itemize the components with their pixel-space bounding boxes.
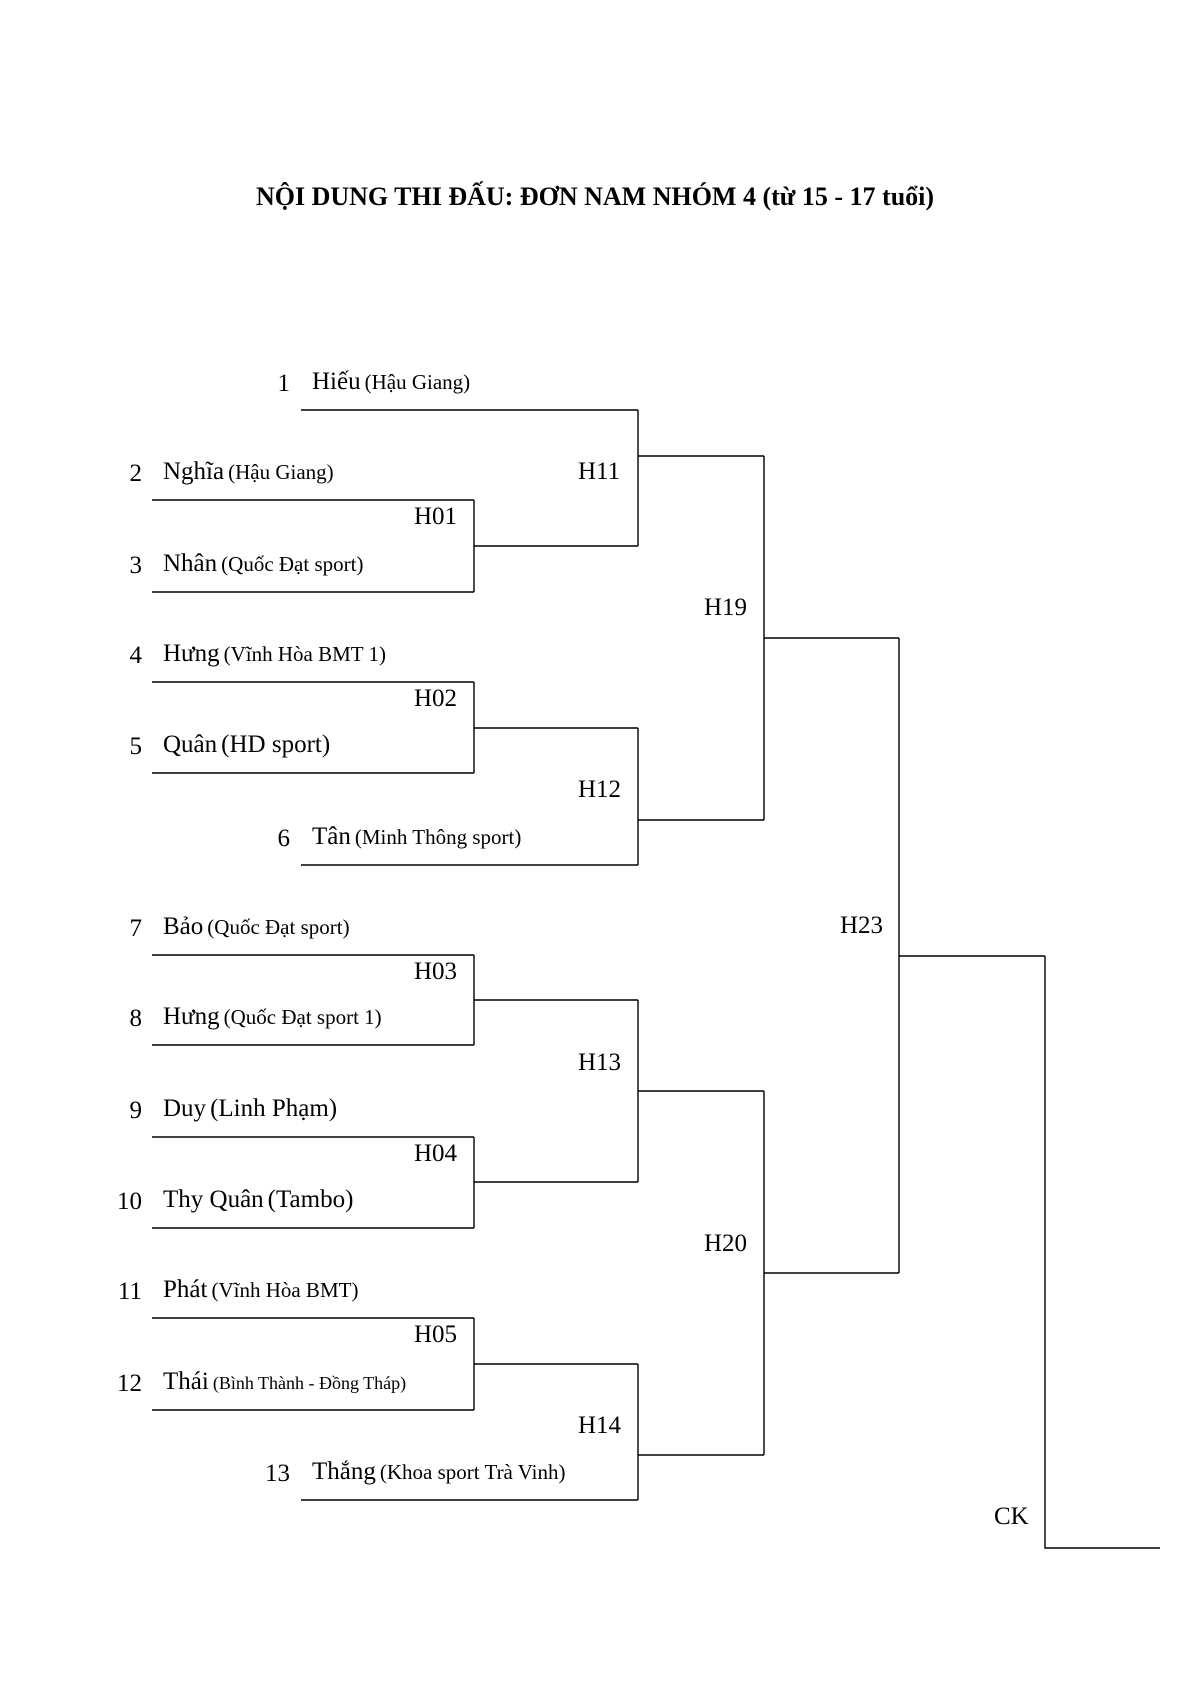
player-name: Hưng	[163, 640, 220, 667]
player-name: Nghĩa	[163, 458, 225, 485]
match-label-h20: H20	[704, 1230, 748, 1257]
seed-number: 4	[129, 642, 143, 669]
match-label-h03: H03	[414, 958, 458, 985]
player-club: (Quốc Đạt sport 1)	[223, 1005, 382, 1029]
player-name: Thy Quân	[163, 1186, 264, 1213]
player-entry: Bảo (Quốc Đạt sport)	[163, 913, 350, 941]
player-name: Duy	[163, 1095, 207, 1122]
page-title: NỘI DUNG THI ĐẤU: ĐƠN NAM NHÓM 4 (từ 15 …	[255, 182, 935, 211]
match-label-h04: H04	[414, 1140, 458, 1167]
player-club: (Vĩnh Hòa BMT)	[211, 1278, 359, 1302]
match-label-h01: H01	[414, 503, 458, 530]
match-label-ck: CK	[994, 1503, 1029, 1530]
match-label-h12: H12	[578, 776, 622, 803]
seed-number: 9	[129, 1097, 143, 1124]
player-name: Phát	[163, 1276, 208, 1303]
player-entry: Nghĩa (Hậu Giang)	[163, 458, 334, 486]
seed-number: 10	[117, 1188, 142, 1215]
player-club: (Khoa sport Trà Vinh)	[379, 1460, 566, 1484]
player-entry: Tân (Minh Thông sport)	[312, 823, 521, 851]
seed-number: 7	[129, 915, 143, 942]
match-label-h11: H11	[578, 458, 621, 485]
seed-number: 13	[265, 1460, 290, 1487]
player-entry: Thắng (Khoa sport Trà Vinh)	[312, 1458, 565, 1486]
seed-number: 3	[129, 552, 143, 579]
player-club: (HD sport)	[221, 731, 331, 758]
player-entry: Nhân (Quốc Đạt sport)	[163, 550, 363, 578]
player-entry: Duy (Linh Phạm)	[163, 1095, 337, 1123]
player-club: (Minh Thông sport)	[354, 825, 522, 849]
seed-number: 6	[277, 825, 291, 852]
match-label-h02: H02	[414, 685, 458, 712]
player-entry: Thy Quân (Tambo)	[163, 1186, 353, 1214]
player-entry: Hưng (Vĩnh Hòa BMT 1)	[163, 640, 386, 668]
player-club: (Bình Thành - Đồng Tháp)	[212, 1373, 407, 1393]
player-name: Hiếu	[312, 368, 361, 395]
player-club: (Linh Phạm)	[210, 1095, 338, 1122]
player-name: Hưng	[163, 1003, 220, 1030]
player-name: Tân	[312, 823, 351, 850]
player-club: (Quốc Đạt sport)	[221, 552, 364, 576]
player-entry: Thái (Bình Thành - Đồng Tháp)	[163, 1368, 406, 1396]
player-name: Thắng	[312, 1458, 376, 1485]
player-name: Bảo	[163, 913, 204, 940]
player-name: Thái	[163, 1368, 209, 1395]
player-name: Nhân	[163, 550, 218, 577]
connector-ck	[1044, 956, 1160, 1549]
player-name: Quân	[163, 731, 218, 758]
seed-number: 12	[117, 1370, 142, 1397]
seed-number: 8	[129, 1005, 143, 1032]
match-label-h13: H13	[578, 1049, 622, 1076]
player-club: (Hậu Giang)	[364, 370, 471, 394]
player-entry: Phát (Vĩnh Hòa BMT)	[163, 1276, 358, 1304]
match-label-h05: H05	[414, 1321, 458, 1348]
player-entry: Hiếu (Hậu Giang)	[312, 368, 470, 396]
match-label-h19: H19	[704, 594, 748, 621]
match-label-h23: H23	[840, 912, 884, 939]
player-club: (Hậu Giang)	[228, 460, 334, 484]
seed-number: 1	[277, 370, 291, 397]
player-entry: Quân (HD sport)	[163, 731, 330, 759]
player-club: (Quốc Đạt sport)	[207, 915, 350, 939]
player-entry: Hưng (Quốc Đạt sport 1)	[163, 1003, 382, 1031]
player-club: (Tambo)	[267, 1186, 354, 1213]
seed-number: 2	[129, 460, 143, 487]
seed-number: 11	[117, 1278, 142, 1305]
player-club: (Vĩnh Hòa BMT 1)	[223, 642, 386, 666]
match-label-h14: H14	[578, 1412, 622, 1439]
seed-number: 5	[129, 733, 143, 760]
